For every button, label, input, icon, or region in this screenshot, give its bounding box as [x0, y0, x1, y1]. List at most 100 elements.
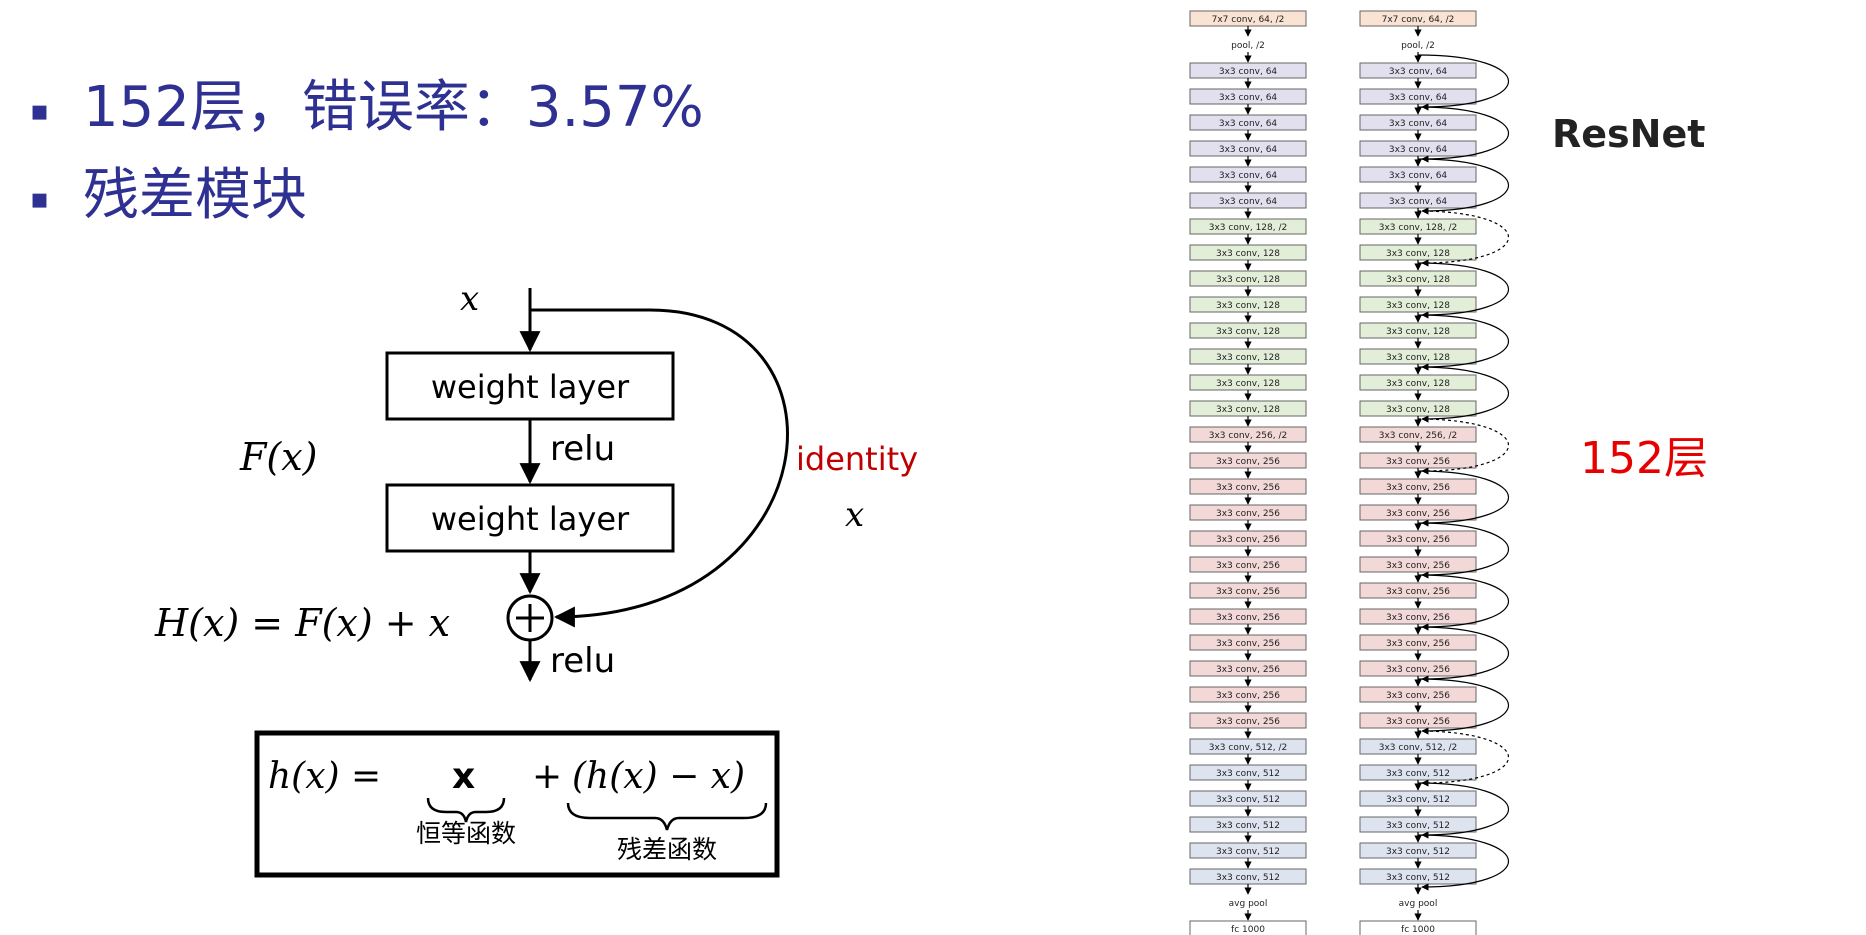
shortcut-connection — [1417, 314, 1509, 371]
layer-label: 3x3 conv, 128 — [1386, 405, 1450, 415]
layer-label: 3x3 conv, 128 — [1386, 353, 1450, 363]
bullet-dot-icon: ▪ — [30, 182, 49, 216]
layer-label: 3x3 conv, 128 — [1216, 379, 1280, 389]
bullet-item: ▪ 152层，错误率：3.57% — [30, 62, 704, 143]
layer-label: 3x3 conv, 128 — [1216, 249, 1280, 259]
shortcut-connection — [1417, 730, 1509, 787]
resnet-title: ResNet — [1552, 112, 1706, 156]
layer-label: fc 1000 — [1401, 925, 1435, 935]
layer-label: 3x3 conv, 64 — [1389, 145, 1448, 155]
layer-label: 3x3 conv, 64 — [1389, 93, 1448, 103]
layer-label: 3x3 conv, 256 — [1216, 509, 1280, 519]
layer-label: 3x3 conv, 256 — [1216, 561, 1280, 571]
shortcut-connection — [1417, 470, 1509, 527]
input-x-label: x — [460, 279, 479, 319]
bullet-dot-icon: ▪ — [30, 94, 49, 128]
layer-label: 3x3 conv, 512 — [1216, 821, 1280, 831]
layer-label: 3x3 conv, 256 — [1216, 639, 1280, 649]
plain-network-column: 7x7 conv, 64, /2 pool, /2 3x3 conv, 64 3x3 … — [1189, 10, 1307, 935]
shortcut-connection — [1417, 574, 1509, 631]
bullet-text: 残差模块 — [82, 163, 307, 228]
layer-label: 3x3 conv, 128, /2 — [1209, 223, 1288, 233]
formula-plus: + — [532, 756, 562, 797]
weight-layer-1-box — [385, 351, 675, 421]
bullet-text: 152层，错误率：3.57% — [82, 75, 704, 140]
formula-lhs: h(x) = — [268, 756, 381, 797]
shortcut-connection — [1417, 678, 1509, 735]
layer-label: 3x3 conv, 512 — [1216, 873, 1280, 883]
layer-label: 3x3 conv, 128 — [1216, 353, 1280, 363]
layer-label: 3x3 conv, 256 — [1216, 587, 1280, 597]
hx-equation: H(x) = F(x) + x — [154, 601, 450, 645]
layer-label: 3x3 conv, 128 — [1386, 379, 1450, 389]
layer-label: 3x3 conv, 256 — [1216, 613, 1280, 623]
layer-label: pool, /2 — [1231, 41, 1265, 51]
layer-label: 3x3 conv, 256 — [1216, 691, 1280, 701]
shortcut-connection — [1417, 158, 1509, 215]
layer-label: avg pool — [1229, 899, 1268, 909]
identity-label: identity — [796, 440, 918, 478]
layer-label: 3x3 conv, 128 — [1386, 301, 1450, 311]
shortcut-connection — [1417, 626, 1509, 683]
layer-label: 3x3 conv, 512 — [1386, 873, 1450, 883]
layer-label: 3x3 conv, 64 — [1219, 197, 1278, 207]
layer-label: fc 1000 — [1231, 925, 1265, 935]
layer-box — [1189, 920, 1307, 935]
layer-label: 3x3 conv, 64 — [1219, 93, 1278, 103]
formula-box — [254, 730, 780, 878]
layer-label: 3x3 conv, 256 — [1386, 639, 1450, 649]
resnet-152-architecture: 7x7 conv, 64, /2 pool, /2 3x3 conv, 64 3x3 … — [1189, 10, 1509, 935]
bullet-item: ▪ 残差模块 — [30, 150, 307, 231]
layer-label: 3x3 conv, 64 — [1219, 67, 1278, 77]
identity-x-label: x — [845, 495, 864, 535]
layer-label: 3x3 conv, 256 — [1386, 691, 1450, 701]
layer-label: 3x3 conv, 64 — [1389, 197, 1448, 207]
layer-label: 3x3 conv, 256 — [1216, 457, 1280, 467]
layer-label: 3x3 conv, 64 — [1219, 145, 1278, 155]
layer-label: 7x7 conv, 64, /2 — [1212, 15, 1285, 25]
layer-label: 3x3 conv, 512 — [1386, 769, 1450, 779]
layer-label: 3x3 conv, 64 — [1219, 171, 1278, 181]
layer-label: 3x3 conv, 64 — [1389, 67, 1448, 77]
layer-label: 3x3 conv, 256 — [1216, 717, 1280, 727]
shortcut-connection — [1417, 106, 1509, 163]
layer-label: 3x3 conv, 512 — [1216, 769, 1280, 779]
shortcut-connection — [1417, 54, 1509, 111]
relu-mid-label: relu — [550, 429, 615, 469]
layer-label: 3x3 conv, 256 — [1386, 535, 1450, 545]
shortcut-connection — [1417, 366, 1509, 423]
identity-shortcut-arrow — [530, 308, 789, 628]
layer-label: 3x3 conv, 128 — [1216, 301, 1280, 311]
residual-brace — [566, 802, 768, 831]
layer-label: 3x3 conv, 64 — [1389, 171, 1448, 181]
layer-label: 3x3 conv, 256 — [1386, 613, 1450, 623]
layer-label: 3x3 conv, 128 — [1386, 327, 1450, 337]
layer-label: pool, /2 — [1401, 41, 1435, 51]
layer-label: 3x3 conv, 256 — [1386, 717, 1450, 727]
layer-label: 3x3 conv, 256 — [1386, 457, 1450, 467]
layer-label: 3x3 conv, 256 — [1386, 587, 1450, 597]
weight-layer-2-box — [385, 483, 675, 553]
depth-label: 152层 — [1580, 433, 1708, 484]
shortcut-connection — [1417, 210, 1509, 267]
layer-label: 3x3 conv, 512 — [1386, 795, 1450, 805]
weight-layer-1-label: weight layer — [431, 368, 630, 406]
layer-label: 3x3 conv, 512 — [1216, 795, 1280, 805]
shortcut-connection — [1417, 782, 1509, 839]
layer-box — [1359, 920, 1477, 935]
shortcut-connection — [1417, 418, 1509, 475]
layer-label: 3x3 conv, 256, /2 — [1379, 431, 1458, 441]
layer-label: 3x3 conv, 512, /2 — [1209, 743, 1288, 753]
layer-label: 3x3 conv, 256 — [1386, 665, 1450, 675]
layer-label: 3x3 conv, 128 — [1216, 275, 1280, 285]
residual-network-column: 7x7 conv, 64, /2 pool, /2 3x3 conv, 64 3x3 … — [1359, 10, 1509, 935]
layer-label: 3x3 conv, 64 — [1219, 119, 1278, 129]
residual-block-diagram: x weight layer relu weight layer relu id… — [154, 279, 918, 878]
layer-label: 3x3 conv, 256 — [1386, 483, 1450, 493]
layer-label: 3x3 conv, 128 — [1386, 275, 1450, 285]
formula-residual: (h(x) − x) — [572, 756, 745, 797]
shortcut-connection — [1417, 262, 1509, 319]
layer-label: 3x3 conv, 256 — [1386, 561, 1450, 571]
layer-label: 7x7 conv, 64, /2 — [1382, 15, 1455, 25]
layer-label: 3x3 conv, 256 — [1216, 535, 1280, 545]
